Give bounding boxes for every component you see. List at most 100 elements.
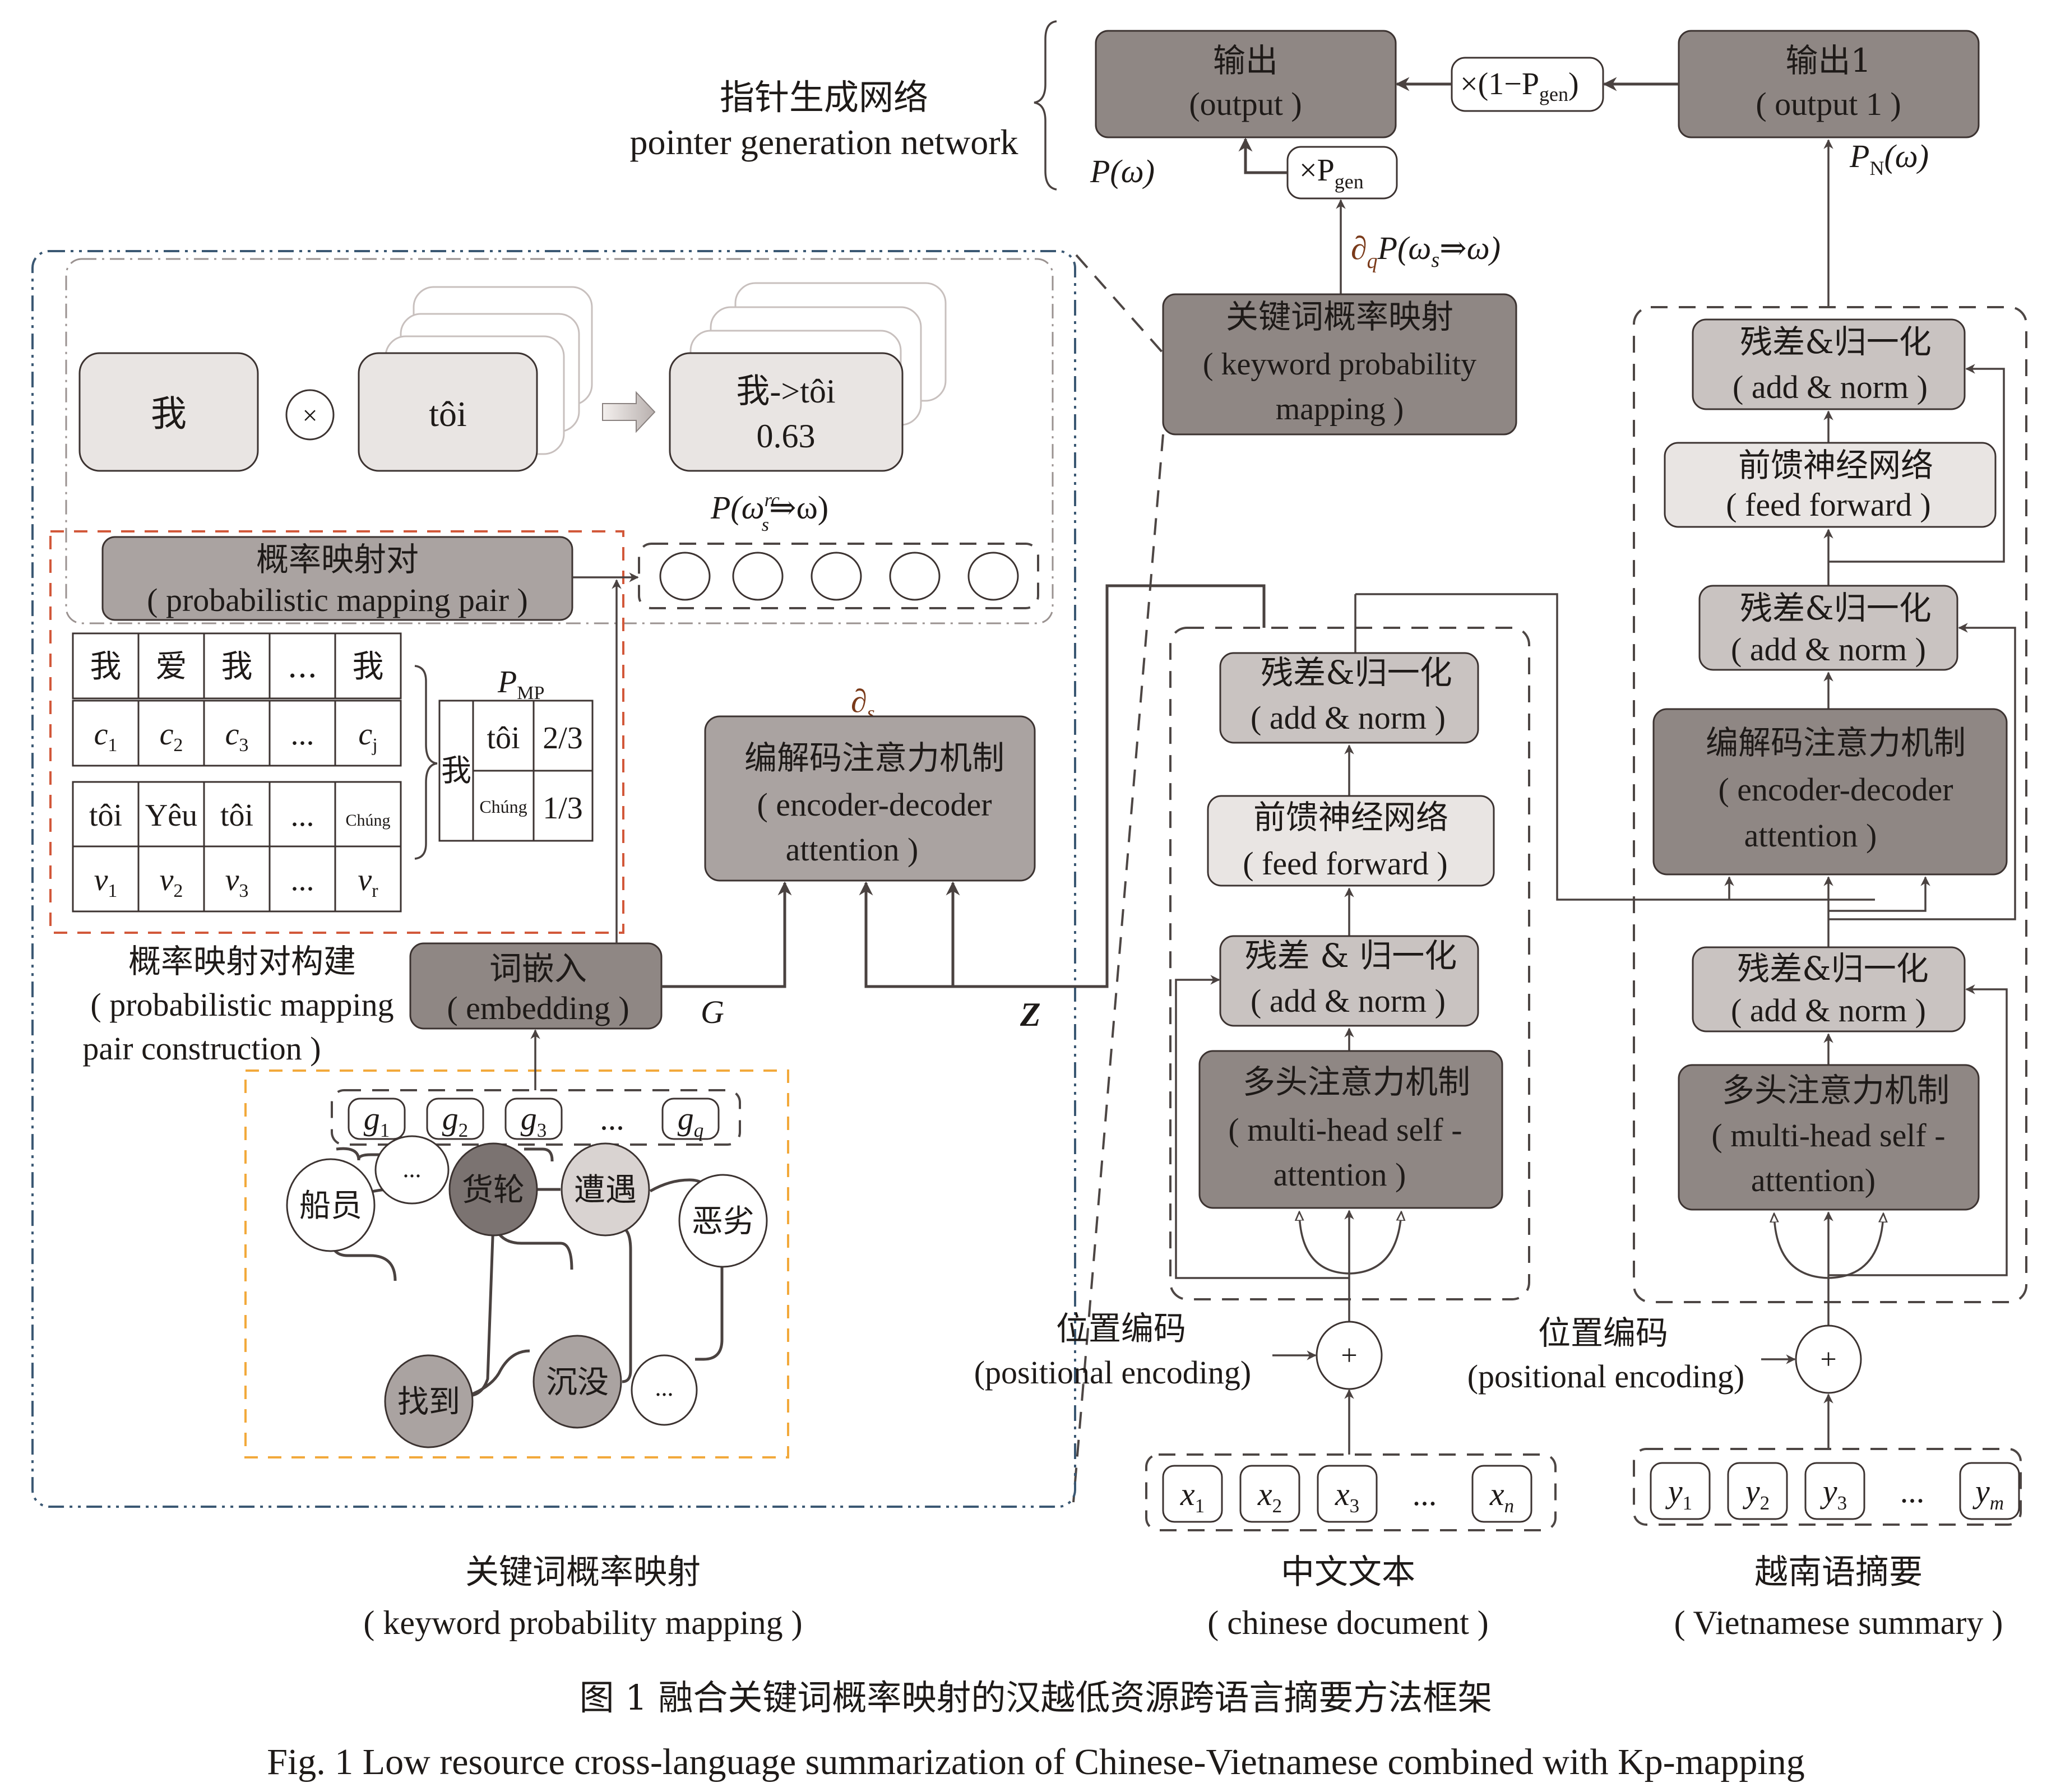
table-cell xyxy=(72,781,140,848)
table-cell xyxy=(268,781,336,848)
pmp-box-en: ( probabilistic mapping pair ) xyxy=(147,582,528,618)
dec-qkv-curve xyxy=(1774,1214,1883,1279)
table-brace xyxy=(414,665,438,860)
g-label: G xyxy=(701,994,724,1030)
pmp-label: PMP xyxy=(497,665,544,703)
construction-label-zh: 概率映射对构建 xyxy=(128,942,356,980)
z-label: Z xyxy=(1020,996,1041,1033)
zoom-line-top xyxy=(1075,254,1164,354)
vector-circle xyxy=(889,552,941,601)
dec-ff-en: ( feed forward ) xyxy=(1726,487,1931,523)
graph-node-label: 船员 xyxy=(299,1188,362,1224)
dec-mhsa-zh: 多头注意力机制 xyxy=(1722,1071,1950,1109)
g-token-box xyxy=(426,1098,484,1140)
p-omega-label: P(ω) xyxy=(1090,153,1155,189)
construction-frame xyxy=(49,530,624,934)
pmp-prob: 1/3 xyxy=(543,791,583,826)
kpm-box-en2: mapping ) xyxy=(1276,392,1404,427)
graph-edge xyxy=(467,1349,530,1397)
source-word-box xyxy=(78,352,259,472)
table-cell xyxy=(334,632,402,700)
y-token-box xyxy=(1727,1462,1788,1520)
table-cell xyxy=(203,632,271,700)
dec-residual-2 xyxy=(1828,623,2016,920)
dec-residual-3 xyxy=(1828,364,2005,563)
graph-edge xyxy=(695,1256,724,1361)
x-token: x3 xyxy=(1335,1476,1359,1517)
g-token-box xyxy=(504,1098,563,1140)
table-cell xyxy=(137,632,205,700)
table-cell-text: cj xyxy=(358,717,377,756)
enc-ff-en: ( feed forward ) xyxy=(1243,845,1448,882)
dec-mhsa-en2: attention) xyxy=(1751,1162,1876,1198)
table-cell xyxy=(203,845,271,913)
dec-addnorm-1-zh: 残差&归一化 xyxy=(1737,950,1929,988)
x-token: x1 xyxy=(1180,1476,1205,1517)
dec-ff-zh: 前馈神经网络 xyxy=(1738,446,1933,484)
section-label-decoder-zh: 越南语摘要 xyxy=(1754,1553,1923,1592)
left-panel-frame xyxy=(31,250,1076,1508)
enc-addnorm-bottom-zh: 残差 & 归一化 xyxy=(1245,937,1457,975)
graph-node-label: 沉没 xyxy=(546,1364,609,1401)
dec-add-circle xyxy=(1795,1325,1862,1394)
enc-dec-left-en2: attention ) xyxy=(786,831,919,868)
table-cell xyxy=(268,632,336,700)
enc-ff-zh: 前馈神经网络 xyxy=(1253,798,1448,836)
g-token-frame xyxy=(331,1089,741,1146)
y-token-frame xyxy=(1633,1448,2022,1526)
vector-circle xyxy=(967,552,1019,601)
table-cell-text: 我 xyxy=(221,649,253,685)
dec-plus-symbol: + xyxy=(1820,1344,1836,1376)
keyword-graph: ... 货轮 遭遇 船员 恶劣 找到 沉没 ... xyxy=(286,1135,768,1448)
x-token: x2 xyxy=(1257,1476,1282,1517)
keyword-probability-mapping-box: 关键词概率映射 ( keyword probability mapping ) xyxy=(1162,293,1517,436)
section-label-encoder-en: ( chinese document ) xyxy=(1207,1604,1488,1641)
pointer-generation-network: 指针生成网络 pointer generation network 输出 (ou… xyxy=(629,20,1980,307)
dec-addnorm-1 xyxy=(1692,946,1966,1032)
enc-add-circle xyxy=(1316,1321,1383,1390)
output1-box-en: ( output 1 ) xyxy=(1756,86,1901,122)
dec-enc-dec-en2: attention ) xyxy=(1744,817,1877,854)
table-cell-text: ... xyxy=(291,798,314,833)
pn-omega-label: PN(ω) xyxy=(1849,138,1929,179)
graph-node-label: 恶劣 xyxy=(692,1203,754,1240)
target-word: tôi xyxy=(429,394,467,434)
x-token-box xyxy=(1239,1465,1300,1523)
encoder-stack: 残差&归一化 ( add & norm ) 前馈神经网络 ( feed forw… xyxy=(974,593,1875,1531)
g-token-box xyxy=(661,1098,720,1140)
graph-node-chenmo xyxy=(532,1335,622,1429)
dec-addnorm-3 xyxy=(1692,318,1966,410)
enc-addnorm-top-zh: 残差&归一化 xyxy=(1261,654,1452,692)
graph-node-zhaodao xyxy=(384,1354,474,1448)
graph-node-chuanyuan xyxy=(286,1158,376,1252)
g-token: ... xyxy=(600,1100,624,1137)
enc-mhsa-en2: attention ) xyxy=(1274,1156,1406,1193)
table-cell-text: 爱 xyxy=(156,649,187,685)
table-cell-text: c1 xyxy=(94,717,118,756)
mapping-subpanel-frame xyxy=(65,258,1054,624)
x-token: ... xyxy=(1413,1476,1437,1512)
enc-addnorm-bottom xyxy=(1219,935,1479,1027)
table-cell-text: v1 xyxy=(94,863,118,901)
y-token-box xyxy=(1650,1462,1711,1520)
graph-node-label: ... xyxy=(655,1374,674,1401)
table-cell-text: c3 xyxy=(225,717,249,756)
graph-node-label: 找到 xyxy=(397,1384,460,1420)
g-token: gq xyxy=(678,1100,704,1141)
y-token: ym xyxy=(1972,1473,2004,1514)
dec-feed-forward xyxy=(1664,442,1997,528)
table-cell-text: v3 xyxy=(225,863,249,901)
table-cell xyxy=(203,700,271,767)
x-token-box xyxy=(1317,1465,1378,1523)
graph-node-ellipsis-top xyxy=(374,1135,450,1205)
pointer-gen-title-en: pointer generation network xyxy=(629,122,1018,162)
enc-mhsa-en1: ( multi-head self - xyxy=(1228,1112,1462,1148)
table-cell-text: Yêu xyxy=(145,798,197,833)
enc-qkv-curve xyxy=(1299,1212,1401,1275)
zoom-line-bottom xyxy=(1072,434,1164,1503)
dec-enc-dec-zh: 编解码注意力机制 xyxy=(1706,724,1966,762)
y-token: ... xyxy=(1900,1473,1925,1509)
